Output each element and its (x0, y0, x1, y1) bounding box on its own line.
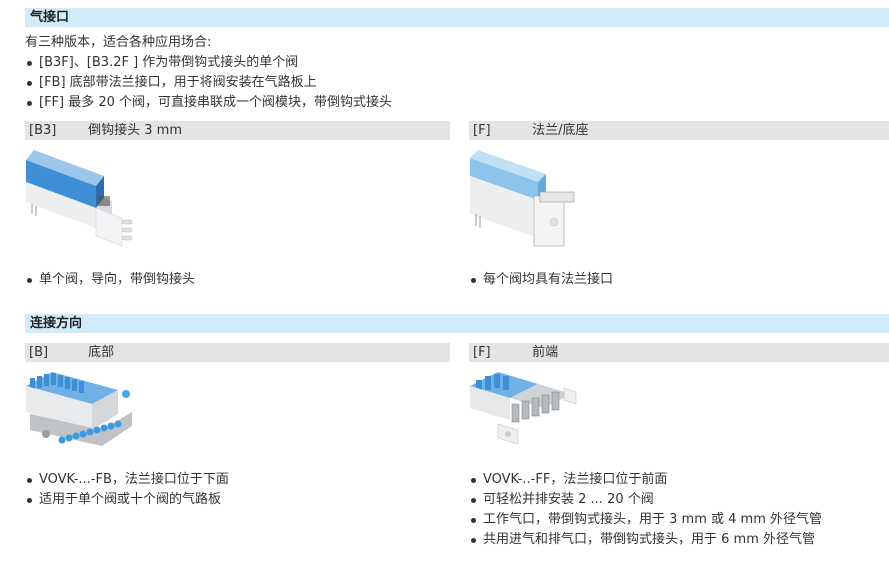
single-valve-flange-image (468, 146, 583, 255)
intro-block: 有三种版本，适合各种应用场合: [B3F]、[B3.2F ] 作为带倒钩式接头的… (25, 33, 392, 113)
variant-label: 前端 (532, 345, 559, 360)
section-header-connection-direction: 连接方向 (25, 314, 889, 333)
list-item: 共用进气和排气口，带倒钩式接头，用于 6 mm 外径气管 (469, 530, 822, 550)
intro-text: 有三种版本，适合各种应用场合: (25, 35, 212, 50)
variant-b-bottom-bullets: VOVK-...-FB，法兰接口位于下面 适用于单个阀或十个阀的气路板 (25, 470, 229, 510)
list-item: VOVK-..-FF，法兰接口位于前面 (469, 470, 822, 490)
variant-header-f-flange: [F] 法兰/底座 (469, 121, 889, 140)
variant-f-flange-bullets: 每个阀均具有法兰接口 (469, 270, 613, 290)
list-item: 工作气口，带倒钩式接头，用于 3 mm 或 4 mm 外径气管 (469, 510, 822, 530)
variant-header-b-bottom: [B] 底部 (25, 343, 450, 362)
list-item: [B3F]、[B3.2F ] 作为带倒钩式接头的单个阀 (25, 53, 392, 73)
list-item: [FB] 底部带法兰接口，用于将阀安装在气路板上 (25, 73, 392, 93)
variant-b3-bullets: 单个阀，导向，带倒钩接头 (25, 270, 195, 290)
list-item: 单个阀，导向，带倒钩接头 (25, 270, 195, 290)
variant-code: [F] (473, 123, 491, 138)
variant-code: [B3] (29, 123, 57, 138)
variant-code: [B] (29, 345, 49, 360)
variant-header-b3: [B3] 倒钩接头 3 mm (25, 121, 450, 140)
variant-header-f-front: [F] 前端 (469, 343, 889, 362)
section-header-air-connection: 气接口 (25, 8, 889, 27)
list-item: 每个阀均具有法兰接口 (469, 270, 613, 290)
list-item: 适用于单个阀或十个阀的气路板 (25, 490, 229, 510)
list-item: 可轻松并排安装 2 ... 20 个阀 (469, 490, 822, 510)
variant-code: [F] (473, 345, 491, 360)
variant-label: 底部 (88, 345, 115, 360)
variant-label: 倒钩接头 3 mm (88, 123, 183, 138)
valve-manifold-bottom-image (22, 368, 137, 457)
intro-bullet-list: [B3F]、[B3.2F ] 作为带倒钩式接头的单个阀 [FB] 底部带法兰接口… (25, 53, 392, 113)
list-item: [FF] 最多 20 个阀，可直接串联成一个阀模块，带倒钩式接头 (25, 93, 392, 113)
variant-label: 法兰/底座 (532, 123, 589, 138)
list-item: VOVK-...-FB，法兰接口位于下面 (25, 470, 229, 490)
variant-f-front-bullets: VOVK-..-FF，法兰接口位于前面 可轻松并排安装 2 ... 20 个阀 … (469, 470, 822, 550)
single-valve-barbed-image (24, 146, 139, 250)
valve-manifold-front-image (468, 368, 583, 457)
